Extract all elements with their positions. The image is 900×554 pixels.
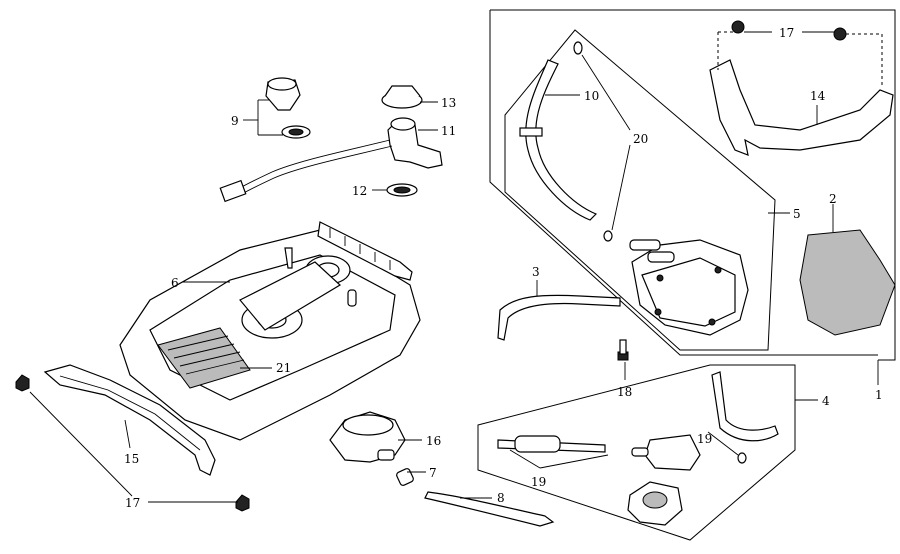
part-label-18: 18 (617, 385, 632, 399)
part-label-3: 3 (532, 265, 540, 279)
part-label-5: 5 (793, 207, 801, 221)
warning-label-sticker (157, 327, 251, 389)
fuel-tank (119, 221, 421, 441)
part-label-12: 12 (352, 184, 367, 198)
vacuum-hose-assembly (497, 371, 779, 453)
part-label-16: 16 (426, 434, 441, 448)
nut-17-left (15, 374, 30, 392)
sender-gasket (386, 183, 418, 197)
filler-neck (329, 411, 406, 463)
part-label-10: 10 (584, 89, 599, 103)
vent-hose (424, 491, 555, 527)
part-label-9: 9 (231, 114, 239, 128)
mounting-bolt (617, 339, 629, 361)
group-frame-4 (477, 364, 796, 541)
part-label-17-bottom: 17 (125, 496, 140, 510)
part-label-6: 6 (171, 276, 179, 290)
clamp-19 (737, 452, 747, 464)
fuel-cap-with-gasket (265, 77, 311, 139)
part-label-11: 11 (441, 124, 456, 138)
part-label-14: 14 (810, 89, 826, 103)
nut-17-bottom (235, 494, 250, 512)
part-label-21: 21 (276, 361, 291, 375)
hose-clip (603, 230, 613, 242)
part-label-19-right: 19 (697, 432, 712, 446)
part-label-8: 8 (497, 491, 505, 505)
part-label-1: 1 (875, 388, 883, 402)
fuel-pump-bracket (709, 31, 894, 156)
pump-cover (799, 229, 896, 336)
group-frame-1 (489, 9, 896, 361)
nut-17-top-right (833, 27, 847, 41)
nut-17-top-left (731, 20, 745, 34)
fuel-gauge-sender (381, 85, 423, 109)
tank-bracket (43, 364, 216, 476)
part-label-19-left: 19 (531, 475, 546, 489)
group-frame-5 (504, 29, 776, 351)
fuel-pump (629, 239, 749, 336)
leader-lines (29, 31, 879, 503)
hose-joint (396, 468, 414, 486)
valve-diaphragm (627, 481, 683, 526)
part-labels: 1 2 3 4 5 6 7 8 9 10 11 12 13 14 15 16 1… (124, 26, 883, 510)
float-unit-with-harness (219, 117, 443, 203)
part-label-20: 20 (633, 132, 648, 146)
fuel-hose-short (497, 294, 621, 341)
part-label-13: 13 (441, 96, 456, 110)
fuel-hose (519, 41, 598, 221)
part-label-4: 4 (822, 394, 830, 408)
part-label-7: 7 (429, 466, 437, 480)
part-label-2: 2 (829, 192, 837, 206)
part-label-15: 15 (124, 452, 139, 466)
fuel-cock-valve (631, 434, 701, 471)
part-label-17-top: 17 (779, 26, 794, 40)
